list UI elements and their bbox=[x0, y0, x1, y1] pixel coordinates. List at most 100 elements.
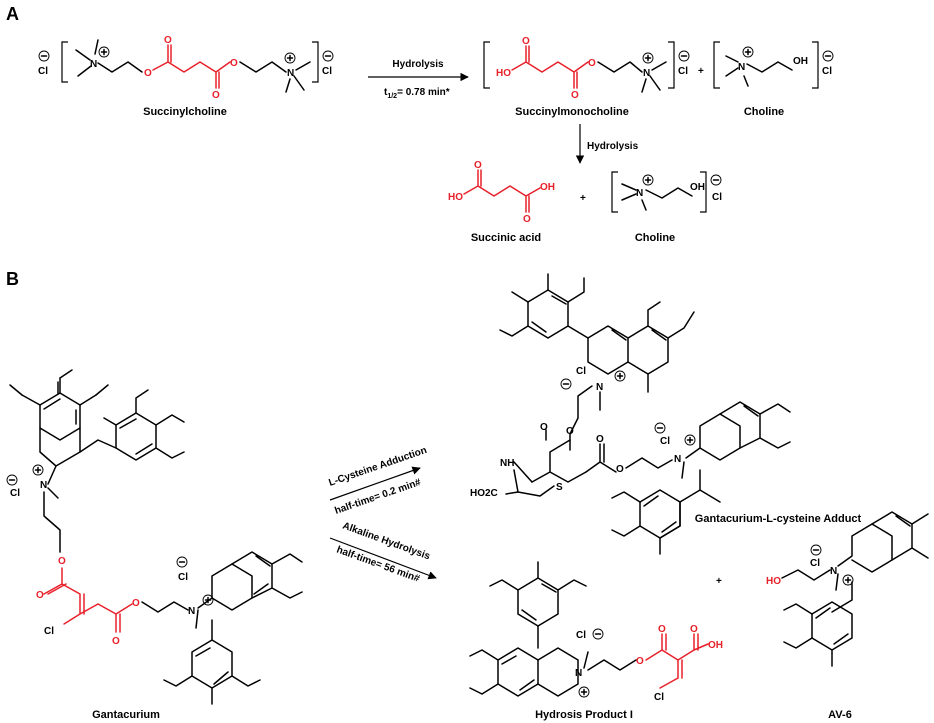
bracket-right bbox=[312, 41, 319, 83]
plus-charge bbox=[642, 52, 654, 64]
carbonyl-oxygen-b: O bbox=[596, 434, 604, 445]
label-gantacurium: Gantacurium bbox=[92, 709, 160, 721]
chloride: Cl bbox=[810, 558, 820, 569]
minus-charge bbox=[592, 628, 604, 640]
panel-label-a: A bbox=[6, 4, 19, 24]
plus-sign-1: + bbox=[698, 66, 704, 77]
ester-oxygen: O bbox=[588, 58, 596, 69]
vinyl-chloride: Cl bbox=[44, 626, 54, 637]
reaction-arrow-cysteine bbox=[329, 466, 421, 501]
plus-charge bbox=[614, 370, 626, 382]
carbonyl-oxygen-2: O bbox=[690, 624, 698, 635]
nitrogen-b: N bbox=[188, 606, 195, 617]
plus-charge-b bbox=[684, 434, 696, 446]
nitrogen: N bbox=[90, 59, 97, 70]
ester-oxygen: O bbox=[636, 656, 644, 667]
minus-charge bbox=[822, 50, 834, 62]
nitrogen-a: N bbox=[596, 382, 603, 393]
label-choline-bottom: Choline bbox=[635, 232, 675, 244]
chloride-right: Cl bbox=[322, 66, 332, 77]
choline-structure-top: N OH Cl bbox=[713, 41, 834, 89]
chloride-left: Cl bbox=[38, 66, 48, 77]
label-choline-top: Choline bbox=[744, 106, 784, 118]
bracket-left bbox=[61, 41, 68, 83]
condition-hydrolysis-2: Hydrolysis bbox=[587, 141, 639, 152]
hydroxyl: OH bbox=[690, 182, 705, 193]
hydrosis-product-structure: N Cl O O Cl O OH bbox=[469, 561, 723, 703]
nitrogen: N bbox=[575, 668, 582, 679]
minus-charge bbox=[38, 50, 50, 62]
plus-charge bbox=[32, 464, 44, 476]
minus-charge-2 bbox=[322, 50, 334, 62]
nitrogen: N bbox=[830, 566, 837, 577]
plus-charge-2 bbox=[284, 52, 296, 64]
thiazolidine-nh: NH bbox=[500, 458, 514, 469]
minus-charge-b bbox=[176, 556, 188, 568]
carbonyl-oxygen: O bbox=[522, 36, 530, 47]
carbonyl-oxygen-1: O bbox=[658, 624, 666, 635]
condition-t-half: t1/2= 0.78 min* bbox=[384, 87, 450, 100]
vinyl-chloride: Cl bbox=[654, 692, 664, 703]
plus-charge bbox=[742, 46, 754, 58]
plus-sign-2: + bbox=[580, 193, 586, 204]
carbonyl-oxygen-b: O bbox=[112, 636, 120, 647]
carboxylic-oh: OH bbox=[708, 640, 723, 651]
hydroxyl-2: OH bbox=[540, 182, 555, 193]
ester-oxygen-b: O bbox=[616, 464, 624, 475]
ester-oxygen-2: O bbox=[230, 58, 238, 69]
choline-structure-bottom: N OH Cl bbox=[611, 171, 722, 213]
chloride-b: Cl bbox=[178, 572, 188, 583]
carbonyl-oxygen-1: O bbox=[474, 160, 482, 171]
hydroxyl: OH bbox=[793, 56, 808, 67]
minus-charge bbox=[678, 50, 690, 62]
carbonyl-oxygen-2: O bbox=[571, 90, 579, 101]
chloride: Cl bbox=[712, 192, 722, 203]
nitrogen-a: N bbox=[40, 480, 47, 491]
succinylcholine-structure: Cl N O O O O N Cl bbox=[38, 35, 334, 101]
plus-charge bbox=[578, 686, 590, 698]
chloride-b: Cl bbox=[660, 436, 670, 447]
hydroxyl: HO bbox=[766, 576, 781, 587]
reaction-arrow-alkaline bbox=[329, 537, 437, 580]
carbonyl-oxygen-2: O bbox=[212, 90, 220, 101]
label-succinylcholine: Succinylcholine bbox=[143, 106, 227, 118]
label-hydrosis-product: Hydrosis Product I bbox=[535, 709, 633, 721]
carbonyl-oxygen-a: O bbox=[36, 590, 44, 601]
label-succinylmonocholine: Succinylmonocholine bbox=[515, 106, 629, 118]
chloride-a: Cl bbox=[576, 366, 586, 377]
minus-charge bbox=[560, 378, 572, 390]
chloride: Cl bbox=[678, 66, 688, 77]
ester-oxygen-a: O bbox=[58, 556, 66, 567]
condition-hydrolysis-1: Hydrolysis bbox=[392, 59, 444, 70]
gantacurium-structure: N Cl O O Cl O O N Cl bbox=[6, 369, 303, 705]
minus-charge bbox=[710, 174, 722, 186]
nitrogen-2: N bbox=[287, 68, 294, 79]
nitrogen: N bbox=[738, 62, 745, 73]
chloride: Cl bbox=[822, 66, 832, 77]
label-succinic-acid: Succinic acid bbox=[471, 232, 541, 244]
carbonyl-oxygen-a: O bbox=[540, 422, 548, 433]
adduct-structure: N Cl O O NH S HO2C O O N Cl bbox=[470, 273, 791, 555]
nitrogen-b: N bbox=[674, 454, 681, 465]
ester-oxygen-b: O bbox=[132, 598, 140, 609]
thiazolidine-s: S bbox=[556, 482, 563, 493]
plus-charge bbox=[642, 174, 654, 186]
label-av6: AV-6 bbox=[828, 709, 852, 721]
nitrogen: N bbox=[643, 68, 650, 79]
minus-charge bbox=[810, 544, 822, 556]
carbonyl-oxygen: O bbox=[164, 35, 172, 46]
label-adduct: Gantacurium-L-cysteine Adduct bbox=[695, 513, 862, 525]
minus-charge-b bbox=[654, 422, 666, 434]
chloride-a: Cl bbox=[10, 488, 20, 499]
carbonyl-oxygen-2: O bbox=[523, 214, 531, 225]
plus-sign-3: + bbox=[716, 576, 722, 587]
succinic-acid-structure: HO O O OH bbox=[448, 160, 555, 225]
carboxylic-acid: HO2C bbox=[470, 488, 498, 499]
plus-charge bbox=[98, 46, 110, 58]
succinylmonocholine-structure: HO O O O N Cl bbox=[483, 36, 690, 101]
ester-oxygen: O bbox=[144, 68, 152, 79]
av6-structure: HO N Cl bbox=[766, 511, 929, 667]
chloride: Cl bbox=[576, 630, 586, 641]
plus-charge bbox=[842, 574, 854, 586]
